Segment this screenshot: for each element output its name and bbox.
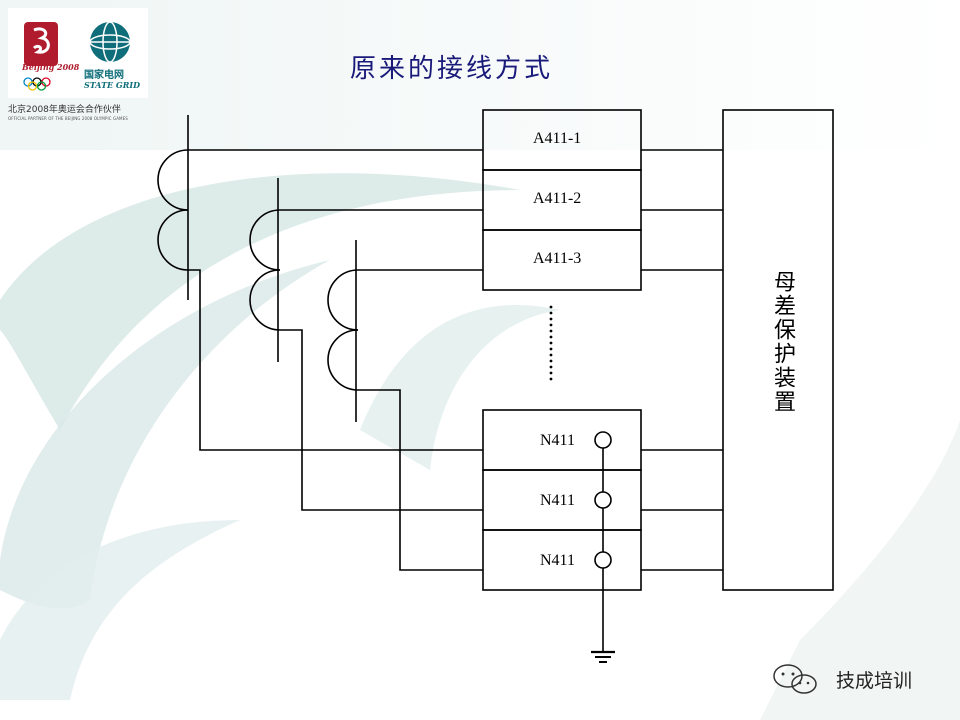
ct3-coil-upper (327, 269, 359, 331)
ct2-coil-lower (249, 269, 281, 331)
n2-terminal-circle (594, 491, 612, 509)
n3-terminal-circle (594, 551, 612, 569)
wechat-icon (773, 664, 817, 694)
logo-block: Beijing 2008 国家电网 STATE GRID 北京2008年奥运会合… (8, 8, 148, 126)
partner-cn: 北京2008年奥运会合作伙伴 (8, 105, 121, 115)
busbar-protection-device-box (722, 109, 834, 591)
n1-terminal-circle (594, 431, 612, 449)
partner-en: OFFICIAL PARTNER OF THE BEIJING 2008 OLY… (8, 116, 128, 121)
ct3-wire-n (358, 389, 483, 571)
ct2-wire-n (280, 329, 483, 511)
ct3-coil-lower (327, 329, 359, 391)
state-grid-en: STATE GRID (84, 80, 141, 90)
terminal-a2-label: A411-2 (533, 190, 582, 207)
ct1-coil-lower (157, 209, 189, 271)
ct1-coil-upper (157, 149, 189, 211)
terminal-n3-box (482, 529, 642, 591)
terminal-a3-box (482, 229, 642, 291)
vertical-ellipsis-dots (549, 305, 553, 381)
beijing-2008-text: Beijing 2008 (22, 62, 80, 72)
state-grid-globe-icon (89, 21, 131, 63)
terminal-a3-label: A411-3 (533, 250, 582, 267)
ct1-wire-n (188, 269, 483, 451)
terminal-a1-label: A411-1 (533, 130, 582, 147)
state-grid-cn: 国家电网 (84, 70, 124, 81)
olympic-emblem (23, 22, 58, 91)
page-title: 原来的接线方式 (350, 54, 554, 84)
terminal-n1-label: N411 (540, 432, 575, 449)
device-label: 母差保护装置 (770, 270, 795, 414)
watermark-text: 技成培训 (836, 670, 913, 692)
ct2-coil-upper (249, 209, 281, 271)
terminal-n3-label: N411 (540, 552, 575, 569)
terminal-n2-label: N411 (540, 492, 575, 509)
